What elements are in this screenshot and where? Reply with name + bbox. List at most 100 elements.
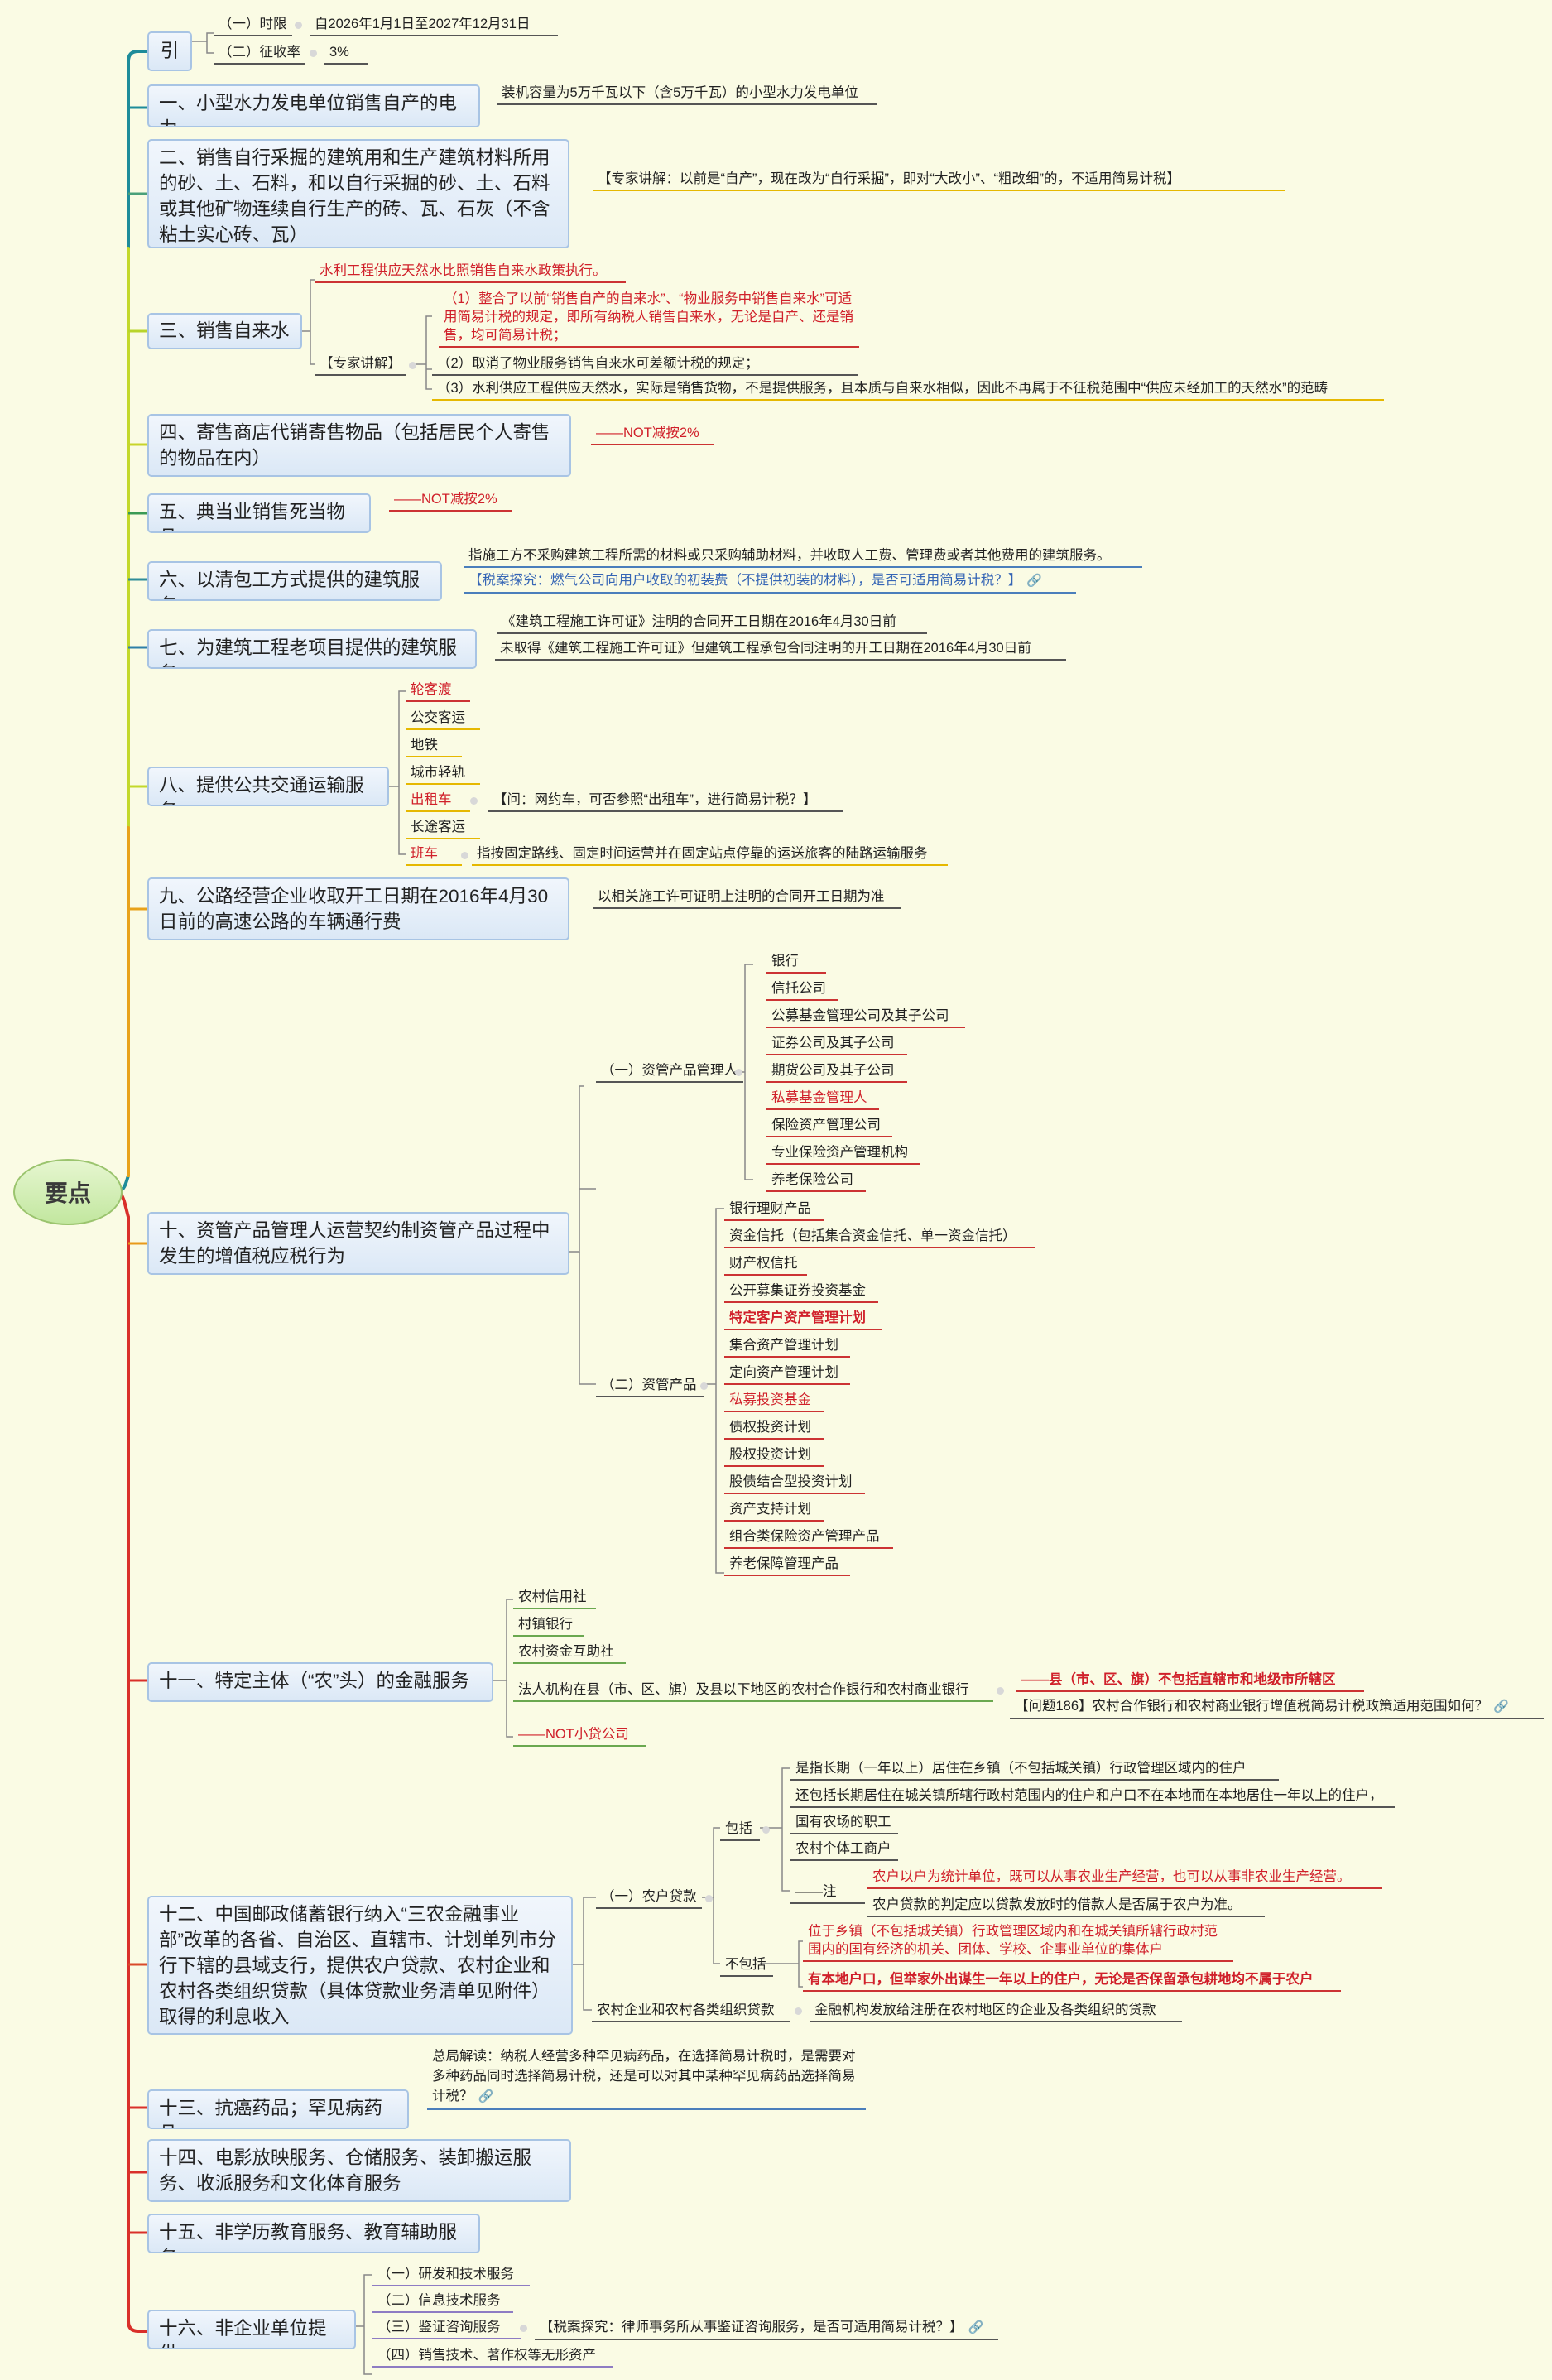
collapse-dot-icon[interactable] [310, 50, 317, 57]
topic-12[interactable]: 十二、中国邮政储蓄银行纳入“三农金融事业部”改革的各省、自治区、直辖市、计划单列… [147, 1896, 573, 2035]
transport-item-coach: 长途客运 [406, 818, 480, 839]
link-icon[interactable]: 🔗 [1026, 574, 1042, 588]
expert-note-2: 【专家讲解：以前是“自产”，现在改为“自行采掘”，即对“大改小”、“粗改细”的，… [593, 170, 1285, 191]
collapse-dot-icon[interactable] [795, 2007, 802, 2015]
topic-8[interactable]: 八、提供公共交通运输服务 [147, 767, 389, 806]
expert-point-3: （3）水利供应工程供应天然水，实际是销售货物，不是提供服务，且本质与自来水相似，… [432, 379, 1384, 401]
manager-item: 保险资产管理公司 [766, 1116, 892, 1137]
asset-managers-label[interactable]: （一）资管产品管理人 [596, 1061, 743, 1083]
product-item: 股权投资计划 [724, 1445, 824, 1467]
transport-item-ferry: 轮客渡 [406, 680, 470, 702]
note-1: 农户以户为统计单位，既可以从事农业生产经营，也可以从事非农业生产经营。 [867, 1868, 1382, 1889]
manager-item: 银行 [766, 952, 826, 974]
link-icon[interactable]: 🔗 [968, 2320, 984, 2334]
topic-1[interactable]: 一、小型水力发电单位销售自产的电力 [147, 84, 480, 127]
old-project-b: 未取得《建筑工程施工许可证》但建筑工程承包合同注明的开工日期在2016年4月30… [495, 639, 1066, 661]
link-icon[interactable]: 🔗 [1493, 1700, 1509, 1714]
rural-fin-item[interactable]: 法人机构在县（市、区、旗）及县以下地区的农村合作银行和农村商业银行 [513, 1680, 993, 1702]
old-project-a: 《建筑工程施工许可证》注明的合同开工日期在2016年4月30日前 [497, 613, 927, 634]
manager-item: 公募基金管理公司及其子公司 [766, 1007, 965, 1028]
topic-15[interactable]: 十五、非学历教育服务、教育辅助服务 [147, 2214, 480, 2253]
gas-fee-question[interactable]: 【税案探究：燃气公司向用户收取的初装费（不提供初装的材料），是否可适用简易计税？… [464, 571, 1076, 594]
topic-4[interactable]: 四、寄售商店代销寄售物品（包括居民个人寄售的物品在内） [147, 414, 571, 477]
rare-drug-note[interactable]: 总局解读：纳税人经营多种罕见病药品，在选择简易计税时，是需要对多种药品同时选择简… [427, 2046, 866, 2110]
county-note: ——县（市、区、旗）不包括直辖市和地级市所辖区 [1016, 1671, 1364, 1692]
topic-11[interactable]: 十一、特定主体（“农”头）的金融服务 [147, 1662, 493, 1702]
manager-item: 专业保险资产管理机构 [766, 1143, 920, 1165]
rural-fin-item: 村镇银行 [513, 1615, 584, 1637]
expert-point-2: （2）取消了物业服务销售自来水可差额计税的规定； [432, 354, 858, 376]
question-186[interactable]: 【问题186】农村合作银行和农村商业银行增值税简易计税政策适用范围如何？ 🔗 [1010, 1697, 1544, 1719]
topic-10[interactable]: 十、资管产品管理人运营契约制资管产品过程中发生的增值税应税行为 [147, 1212, 569, 1275]
note-label[interactable]: ——注 [790, 1882, 865, 1904]
product-item: 特定客户资产管理计划 [724, 1309, 882, 1330]
exclude-item-2: 有本地户口，但举家外出谋生一年以上的住户，无论是否保留承包耕地均不属于农户 [803, 1970, 1341, 1992]
topic-2[interactable]: 二、销售自行采掘的建筑用和生产建筑材料所用的砂、土、石料，和以自行采掘的砂、土、… [147, 139, 569, 248]
topic-16[interactable]: 十六、非企业单位提供 [147, 2310, 356, 2349]
topic-5[interactable]: 五、典当业销售死当物品 [147, 493, 371, 533]
manager-item: 私募基金管理人 [766, 1089, 879, 1110]
pawn-note: ——NOT减按2% [389, 490, 512, 512]
product-item: 资金信托（包括集合资金信托、单一资金信托） [724, 1227, 1035, 1248]
ride-hailing-question: 【问：网约车，可否参照“出租车”，进行简易计税？】 [488, 791, 843, 812]
collapse-dot-icon[interactable] [461, 852, 468, 859]
collapse-dot-icon[interactable] [520, 2325, 527, 2332]
non-enterprise-item: （四）销售技术、著作权等无形资产 [372, 2346, 613, 2368]
collapse-dot-icon[interactable] [700, 1382, 708, 1390]
topic-6[interactable]: 六、以清包工方式提供的建筑服务 [147, 561, 442, 601]
topic-3[interactable]: 三、销售自来水 [147, 313, 302, 349]
toll-note: 以相关施工许可证明上注明的合同开工日期为准 [593, 887, 901, 909]
include-item: 国有农场的职工 [790, 1813, 898, 1834]
transport-item-lightrail: 城市轻轨 [406, 763, 480, 785]
contract-labor-def: 指施工方不采购建筑工程所需的材料或只采购辅助材料，并收取人工费、管理费或者其他费… [464, 546, 1142, 568]
collapse-dot-icon[interactable] [295, 22, 302, 29]
org-loan-label[interactable]: 农村企业和农村各类组织贷款 [592, 2001, 790, 2022]
asset-products-label[interactable]: （二）资管产品 [596, 1376, 704, 1397]
topic-14[interactable]: 十四、电影放映服务、仓储服务、装卸搬运服务、收派服务和文化体育服务 [147, 2139, 571, 2202]
manager-item: 养老保险公司 [766, 1171, 866, 1192]
collapse-dot-icon[interactable] [762, 1826, 770, 1834]
rural-fin-item: 农村信用社 [513, 1588, 596, 1609]
include-item: 是指长期（一年以上）居住在乡镇（不包括城关镇）行政管理区域内的住户 [790, 1759, 1279, 1781]
lawyer-question[interactable]: 【税案探究：律师事务所从事鉴证咨询服务，是否可适用简易计税？】 🔗 [535, 2318, 998, 2340]
question-186-text: 【问题186】农村合作银行和农村商业银行增值税简易计税政策适用范围如何？ [1015, 1699, 1489, 1714]
include-label[interactable]: 包括 [720, 1820, 760, 1841]
topic-intro[interactable]: 引 [147, 31, 192, 71]
exclude-label[interactable]: 不包括 [720, 1955, 773, 1977]
intro-rate-label[interactable]: （二）征收率 [214, 43, 305, 65]
link-icon[interactable]: 🔗 [478, 2089, 494, 2104]
product-item: 私募投资基金 [724, 1391, 824, 1412]
topic-7[interactable]: 七、为建筑工程老项目提供的建筑服务 [147, 629, 477, 669]
topic-9[interactable]: 九、公路经营企业收取开工日期在2016年4月30日前的高速公路的车辆通行费 [147, 877, 569, 940]
transport-item-taxi[interactable]: 出租车 [406, 791, 470, 812]
product-item: 养老保障管理产品 [724, 1555, 850, 1576]
product-item: 组合类保险资产管理产品 [724, 1527, 893, 1549]
collapse-dot-icon[interactable] [705, 1895, 713, 1902]
collapse-dot-icon[interactable] [470, 797, 478, 805]
collapse-dot-icon[interactable] [997, 1687, 1004, 1695]
transport-item-shuttle[interactable]: 班车 [406, 844, 462, 866]
collapse-dot-icon[interactable] [735, 1069, 742, 1076]
rural-fin-exclusion: ——NOT小贷公司 [513, 1725, 646, 1747]
include-item: 农村个体工商户 [790, 1839, 898, 1861]
root-node[interactable]: 要点 [13, 1159, 123, 1225]
transport-item-metro: 地铁 [406, 736, 462, 757]
rural-fin-item: 农村资金互助社 [513, 1642, 626, 1664]
farm-loan-label[interactable]: （一）农户贷款 [596, 1887, 702, 1909]
topic-13[interactable]: 十三、抗癌药品；罕见病药品 [147, 2089, 409, 2129]
include-item: 还包括长期居住在城关镇所辖行政村范围内的住户和户口不在本地而在本地居住一年以上的… [790, 1786, 1395, 1808]
non-enterprise-item: （一）研发和技术服务 [372, 2265, 530, 2286]
expert-label-3[interactable]: 【专家讲解】 [315, 354, 406, 376]
product-item: 财产权信托 [724, 1254, 807, 1276]
product-item: 资产支持计划 [724, 1500, 824, 1522]
consignment-note: ——NOT减按2% [591, 424, 714, 445]
non-enterprise-item[interactable]: （三）鉴证咨询服务 [372, 2318, 521, 2339]
org-loan-def: 金融机构发放给注册在农村地区的企业及各类组织的贷款 [810, 2001, 1182, 2022]
intro-term-label[interactable]: （一）时限 [214, 15, 292, 36]
lawyer-question-text: 【税案探究：律师事务所从事鉴证咨询服务，是否可适用简易计税？】 [540, 2320, 963, 2334]
product-item: 定向资产管理计划 [724, 1363, 850, 1385]
product-item: 股债结合型投资计划 [724, 1473, 865, 1494]
manager-item: 期货公司及其子公司 [766, 1061, 907, 1083]
collapse-dot-icon[interactable] [409, 362, 416, 369]
